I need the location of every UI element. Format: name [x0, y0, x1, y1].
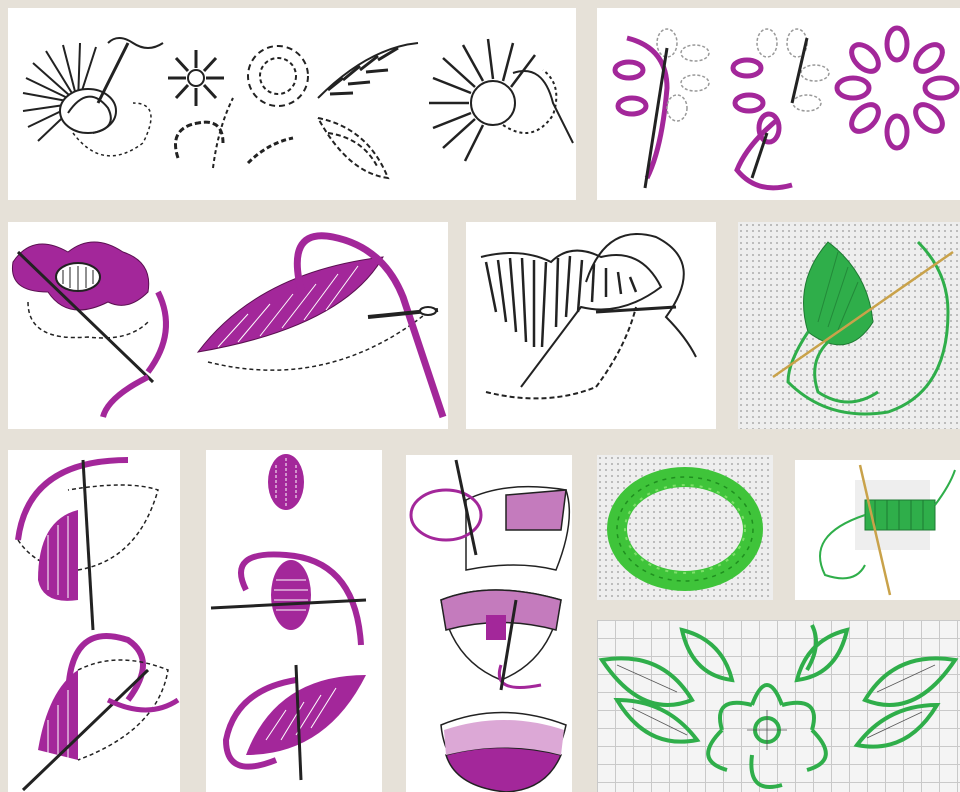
oval-diagram-icon — [206, 450, 382, 792]
green-leaf-photo-icon — [738, 222, 960, 429]
pink-shaded-fill-steps — [406, 455, 572, 792]
cutwork-diagram-icon — [597, 620, 960, 792]
shading-diagram-icon — [406, 455, 572, 792]
purple-lazy-daisy-flowers — [597, 8, 960, 200]
satin-stitch-diagram-icon — [8, 222, 448, 429]
black-long-short-leaf — [466, 222, 716, 429]
flower-diagram-icon — [597, 8, 960, 200]
fill-diagram-icon — [8, 450, 180, 792]
green-ring-photo-icon — [597, 455, 773, 600]
green-block-with-needle — [795, 460, 960, 600]
black-ink-stitch-samples — [8, 8, 576, 200]
purple-satin-flower-leaf — [8, 222, 448, 429]
purple-oval-fill-steps — [206, 450, 382, 792]
green-cutwork-flower-on-grid — [597, 620, 960, 792]
green-block-photo-icon — [795, 460, 960, 600]
green-ring-on-canvas — [597, 455, 773, 600]
leaf-diagram-icon — [466, 222, 716, 429]
stitch-diagram-icon — [8, 8, 576, 200]
purple-half-fill-steps — [8, 450, 180, 792]
green-leaf-on-canvas — [738, 222, 960, 429]
